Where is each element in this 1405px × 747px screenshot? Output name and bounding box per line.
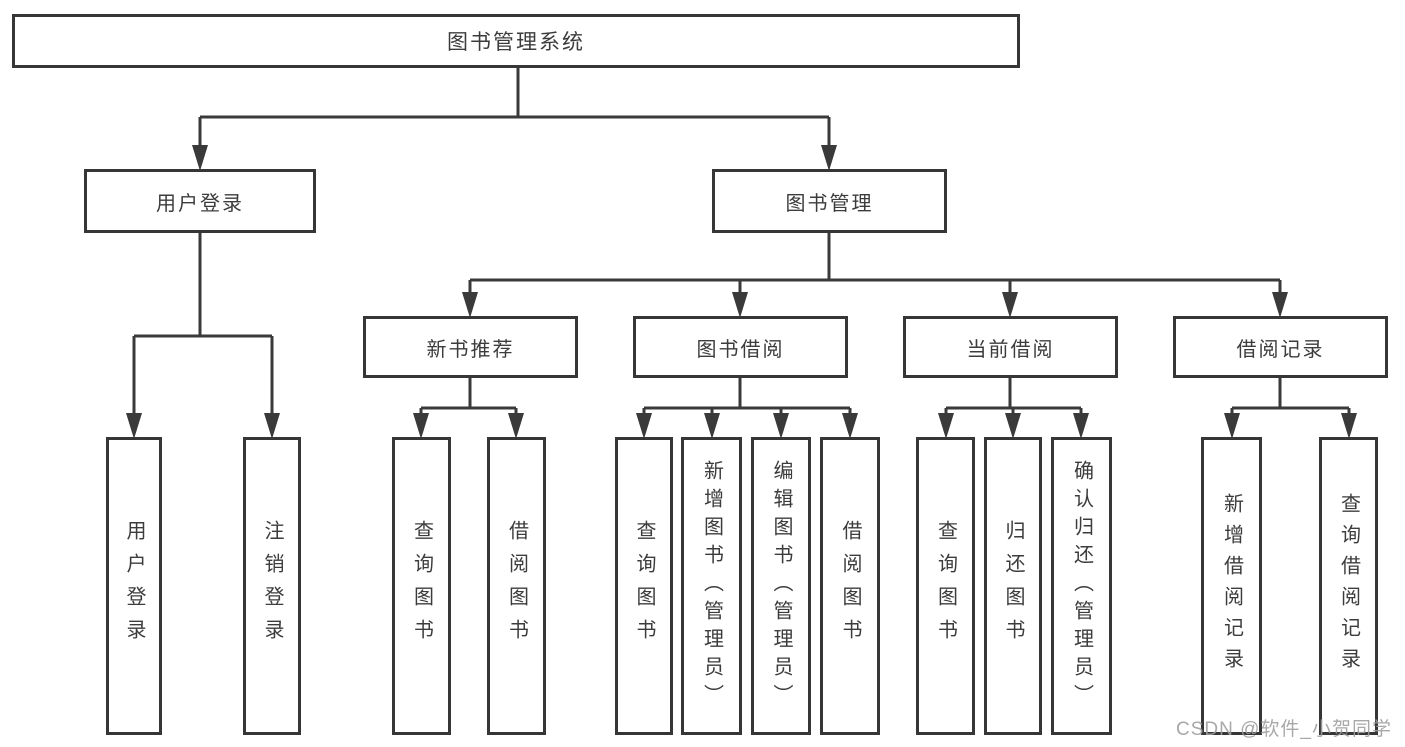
leaf-edit-books-admin: 编辑图书（管理员）: [751, 437, 811, 735]
node-current-borrow: 当前借阅: [903, 316, 1118, 378]
leaf-return-books: 归还图书: [984, 437, 1042, 735]
node-book-borrow: 图书借阅: [633, 316, 848, 378]
leaf-logout: 注销登录: [243, 437, 301, 735]
leaf-recommend-borrow-books: 借阅图书: [487, 437, 546, 735]
node-new-book-recommend: 新书推荐: [363, 316, 578, 378]
leaf-current-query-books: 查询图书: [916, 437, 975, 735]
csdn-watermark: CSDN @软件_小贺同学: [1176, 719, 1392, 740]
leaf-add-books-admin: 新增图书（管理员）: [681, 437, 742, 735]
node-user-login: 用户登录: [84, 169, 316, 233]
leaf-add-borrow-record: 新增借阅记录: [1201, 437, 1262, 735]
leaf-borrow-query-books: 查询图书: [615, 437, 673, 735]
node-book-management: 图书管理: [712, 169, 947, 233]
leaf-query-borrow-record: 查询借阅记录: [1319, 437, 1378, 735]
node-library-management-system: 图书管理系统: [12, 14, 1020, 68]
leaf-recommend-query-books: 查询图书: [392, 437, 451, 735]
node-borrow-record: 借阅记录: [1173, 316, 1388, 378]
leaf-borrow-books: 借阅图书: [820, 437, 880, 735]
leaf-user-login: 用户登录: [106, 437, 162, 735]
leaf-confirm-return-admin: 确认归还（管理员）: [1051, 437, 1112, 735]
